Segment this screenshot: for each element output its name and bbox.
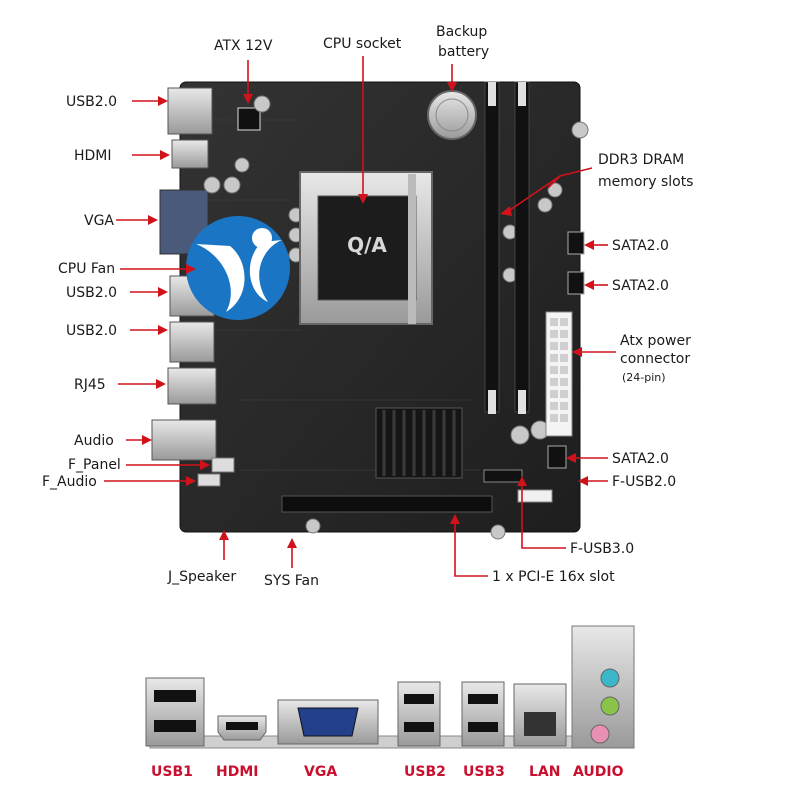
label-cpu-fan: CPU Fan [58,261,115,277]
io-usb3 [461,681,505,747]
io-usb2 [397,681,441,747]
label-j-speaker: J_Speaker [167,569,236,585]
watermark-logo [186,216,290,320]
io-usb1 [145,677,205,747]
label-usb20-top: USB2.0 [66,94,117,110]
label-usb20-low: USB2.0 [66,323,117,339]
label-audio: Audio [74,433,114,449]
capacitors [203,95,589,540]
label-atx12v: ATX 12V [214,38,273,54]
io-vga [277,699,379,745]
label-sys-fan: SYS Fan [264,573,319,589]
io-label-hdmi: HDMI [216,764,258,780]
label-vga: VGA [84,213,114,229]
label-backup-battery-1: Backup [436,24,487,40]
board-usb-top [167,87,213,135]
label-cpu-socket: CPU socket [323,36,402,52]
atx-24pin-connector [545,311,573,437]
rear-io-panel [145,625,635,749]
board-audio [151,419,217,461]
front-panel-headers [197,457,553,503]
label-sata-1: SATA2.0 [612,238,669,254]
label-ddr3-1: DDR3 DRAM [598,152,684,168]
io-audio-jacks [590,668,620,744]
label-rj45: RJ45 [74,377,106,393]
label-f-audio: F_Audio [42,474,97,490]
board-io-ports [151,87,217,461]
label-sata-3: SATA2.0 [612,451,669,467]
io-label-lan: LAN [529,764,560,780]
io-lan [513,683,567,747]
label-pcie: 1 x PCI-E 16x slot [492,569,615,585]
label-sata-2: SATA2.0 [612,278,669,294]
label-atx-power-2: connector [620,351,690,367]
io-label-vga: VGA [304,764,337,780]
io-label-usb2: USB2 [404,764,446,780]
atx12v-connector [237,107,261,131]
sata-ports [547,231,585,469]
label-f-panel: F_Panel [68,457,121,473]
label-atx-power-1: Atx power [620,333,691,349]
pcie-x16-slot [281,495,493,513]
label-atx-power-3: (24-pin) [622,371,666,384]
label-backup-battery-2: battery [438,44,489,60]
label-f-usb30: F-USB3.0 [570,541,634,557]
board-hdmi [171,139,209,169]
io-hdmi [217,715,267,741]
label-f-usb20: F-USB2.0 [612,474,676,490]
io-port-labels: USB1 HDMI VGA USB2 USB3 LAN AUDIO [151,764,624,780]
io-label-usb1: USB1 [151,764,193,780]
label-hdmi: HDMI [74,148,112,164]
backup-battery [427,90,477,140]
cpu-chip-text: Q/A [347,233,387,257]
io-label-usb3: USB3 [463,764,505,780]
label-usb20-mid: USB2.0 [66,285,117,301]
label-ddr3-2: memory slots [598,174,693,190]
board-rj45 [167,367,217,405]
ddr3-memory-slots [484,81,530,414]
io-label-audio: AUDIO [573,764,624,780]
board-usb-low [169,321,215,363]
leaders [104,56,616,577]
callout-labels: ATX 12V CPU socket Backup battery USB2.0… [42,24,693,589]
chipset-heatsink [375,407,463,479]
